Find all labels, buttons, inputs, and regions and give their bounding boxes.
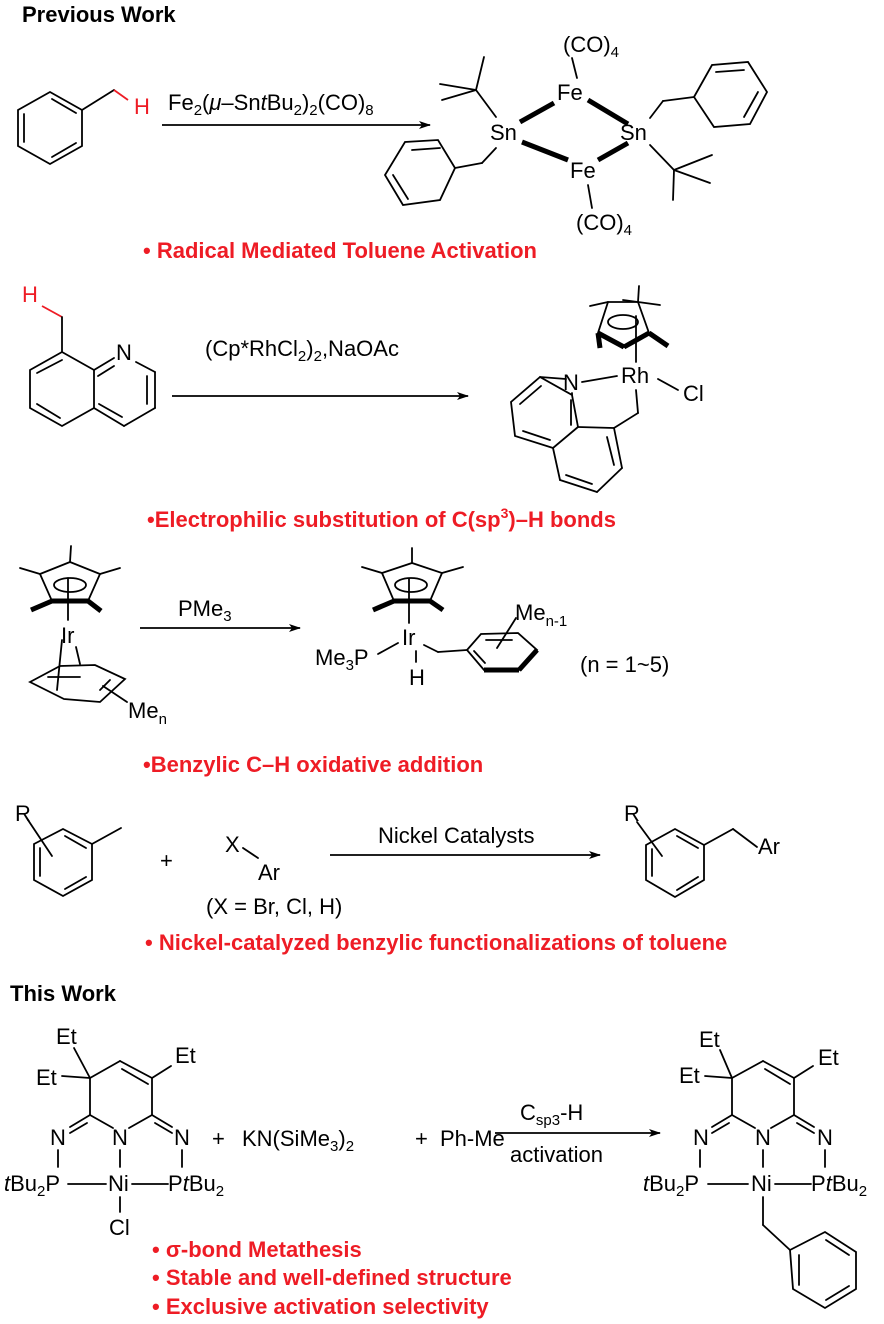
scheme5-arrow-top: Csp3-H	[520, 1100, 583, 1129]
bullet-sigma-bond-metathesis: • σ-bond Metathesis	[152, 1237, 362, 1262]
scheme4-reagent: Nickel Catalysts	[378, 823, 534, 848]
scheme2-caption: •Electrophilic substitution of C(sp3)–H …	[147, 505, 616, 532]
scheme4-product: R Ar	[624, 801, 780, 899]
scheme1-h-label: H	[134, 94, 150, 119]
svg-text:Ni: Ni	[751, 1171, 772, 1196]
scheme5-nickel-benzyl-product: Et Et Et N N N tBu2P Ni PtBu2	[643, 1027, 867, 1310]
svg-text:N: N	[693, 1125, 709, 1150]
scheme5-toluene: Ph-Me	[440, 1126, 505, 1151]
svg-text:(CO)4: (CO)4	[576, 210, 632, 239]
scheme1-product: Sn Sn Fe Fe (CO)4 (CO)4	[383, 32, 769, 239]
svg-text:Fe: Fe	[557, 80, 583, 105]
scheme5-plus-2: +	[415, 1126, 428, 1151]
svg-text:Et: Et	[36, 1065, 57, 1090]
scheme2-product: Rh Cl N	[510, 285, 704, 493]
svg-text:PtBu2: PtBu2	[811, 1171, 867, 1200]
svg-text:Et: Et	[175, 1043, 196, 1068]
svg-text:H: H	[409, 665, 425, 690]
svg-text:R: R	[624, 801, 640, 826]
svg-text:Me3P: Me3P	[315, 645, 369, 674]
scheme4-caption: • Nickel-catalyzed benzylic functionaliz…	[145, 930, 727, 955]
svg-text:Et: Et	[679, 1063, 700, 1088]
svg-text:Cl: Cl	[683, 381, 704, 406]
bullet-stable-structure: • Stable and well-defined structure	[152, 1265, 512, 1290]
scheme3-reagent: PMe3	[178, 596, 232, 625]
scheme4-plus: +	[160, 848, 173, 873]
bullet-exclusive-selectivity: • Exclusive activation selectivity	[152, 1294, 489, 1319]
svg-text:tBu2P: tBu2P	[643, 1171, 699, 1200]
svg-text:N: N	[817, 1125, 833, 1150]
svg-text:tBu2P: tBu2P	[4, 1171, 60, 1200]
scheme5-plus-1: +	[212, 1126, 225, 1151]
svg-text:X: X	[225, 832, 240, 857]
svg-text:Et: Et	[699, 1027, 720, 1052]
scheme3-caption: •Benzylic C–H oxidative addition	[143, 752, 483, 777]
svg-text:Sn: Sn	[490, 120, 517, 145]
svg-text:PtBu2: PtBu2	[168, 1171, 224, 1200]
scheme2-reagent: (Cp*RhCl2)2,NaOAc	[205, 336, 399, 365]
scheme4-toluene: R	[15, 801, 122, 898]
scheme3-substrate: Ir Men	[19, 545, 167, 728]
scheme4-aryl-halide: X Ar (X = Br, Cl, H)	[206, 832, 342, 919]
this-work-heading: This Work	[10, 981, 117, 1006]
svg-text:Et: Et	[818, 1045, 839, 1070]
svg-text:(CO)4: (CO)4	[563, 32, 619, 61]
svg-text:Fe: Fe	[570, 158, 596, 183]
scheme5-base: KN(SiMe3)2	[242, 1126, 354, 1155]
svg-text:Men-1: Men-1	[515, 600, 567, 630]
svg-text:R: R	[15, 801, 31, 826]
scheme5-nickel-chloride-complex: Et Et Et N N N tBu2P Ni PtBu2 Cl	[4, 1024, 224, 1240]
scheme2-methylquinoline: H N	[22, 282, 156, 428]
svg-text:N: N	[116, 340, 132, 365]
svg-text:Ar: Ar	[758, 834, 780, 859]
svg-text:N: N	[755, 1125, 771, 1150]
svg-text:N: N	[112, 1125, 128, 1150]
svg-text:Ir: Ir	[402, 625, 415, 650]
scheme1-toluene: H	[17, 89, 150, 166]
scheme1-reagent: Fe2(μ–SntBu2)2(CO)8	[168, 90, 374, 119]
scheme1-caption: • Radical Mediated Toluene Activation	[143, 238, 537, 263]
svg-text:Ar: Ar	[258, 860, 280, 885]
svg-text:Ni: Ni	[108, 1171, 129, 1196]
svg-text:Fe2(μ–SntBu2)2(CO)8: Fe2(μ–SntBu2)2(CO)8	[168, 90, 374, 119]
svg-text:N: N	[174, 1125, 190, 1150]
svg-text:Men: Men	[128, 698, 167, 728]
svg-text:N: N	[563, 370, 579, 395]
scheme5-arrow-bottom: activation	[510, 1142, 603, 1167]
svg-text:N: N	[50, 1125, 66, 1150]
svg-text:(X = Br, Cl, H): (X = Br, Cl, H)	[206, 894, 342, 919]
scheme3-product: Ir Me3P H Men-1	[315, 547, 567, 690]
svg-text:Rh: Rh	[621, 363, 649, 388]
previous-work-heading: Previous Work	[22, 2, 176, 27]
scheme3-condition: (n = 1~5)	[580, 652, 669, 677]
svg-text:Ir: Ir	[61, 623, 74, 648]
svg-text:H: H	[22, 282, 38, 307]
svg-text:Cl: Cl	[109, 1215, 130, 1240]
svg-text:Et: Et	[56, 1024, 77, 1049]
